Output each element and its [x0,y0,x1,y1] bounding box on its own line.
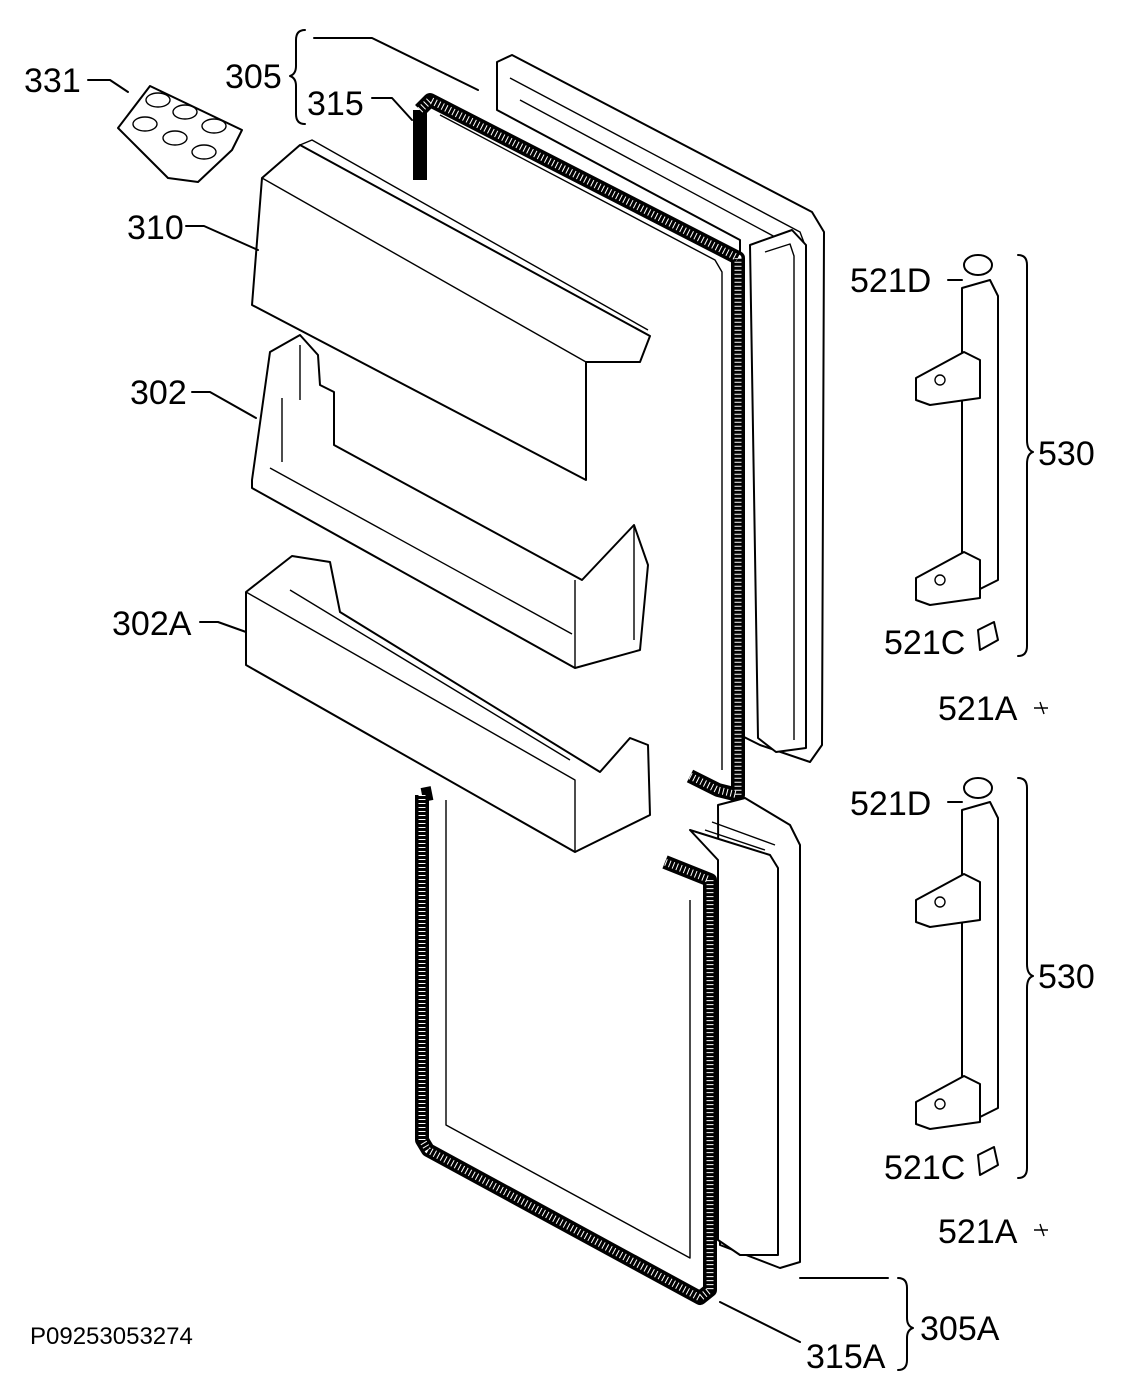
lower-handle-screw [1034,1223,1048,1237]
lower-handle-cover [977,1146,999,1176]
brace-upper-door [289,29,306,125]
door-bottle-shelf [245,555,651,853]
label-lower-handle-assembly: 530 [1038,958,1095,996]
brace-lower-door [897,1277,914,1371]
label-upper-handle-cover: 521C [884,624,965,662]
lower-door-gasket [415,786,717,1305]
lower-door-panel [689,797,801,1269]
label-upper-handle-screw: 521A [938,690,1018,728]
brace-lower-handle [1017,777,1034,1179]
upper-handle-cover [977,621,999,651]
egg-tray [117,85,243,183]
label-door-bottle-shelf: 302A [112,605,192,643]
leader-lines [87,37,963,1343]
label-upper-handle-assembly: 530 [1038,435,1095,473]
label-door-shelf: 302 [130,374,187,412]
label-lower-door: 305A [920,1310,1000,1348]
drawing-code: P09253053274 [30,1323,193,1350]
label-lower-handle-screw: 521A [938,1213,1018,1251]
upper-handle-cap [963,254,993,276]
label-egg-tray: 331 [24,62,81,100]
label-shelf-lid: 310 [127,209,184,247]
label-upper-handle-cap: 521D [850,262,931,300]
shelf-lid [251,139,651,481]
upper-door-gasket [413,93,745,802]
upper-handle-assembly [915,279,999,606]
label-upper-gasket: 315 [307,85,364,123]
door-shelf [251,334,649,669]
label-lower-handle-cover: 521C [884,1149,965,1187]
lower-handle-cap [963,777,993,799]
label-lower-gasket: 315A [806,1338,886,1376]
label-lower-handle-cap: 521D [850,785,931,823]
lower-handle-assembly [915,801,999,1130]
upper-handle-screw [1034,701,1048,715]
label-upper-door: 305 [225,58,282,96]
brace-upper-handle [1017,254,1034,657]
